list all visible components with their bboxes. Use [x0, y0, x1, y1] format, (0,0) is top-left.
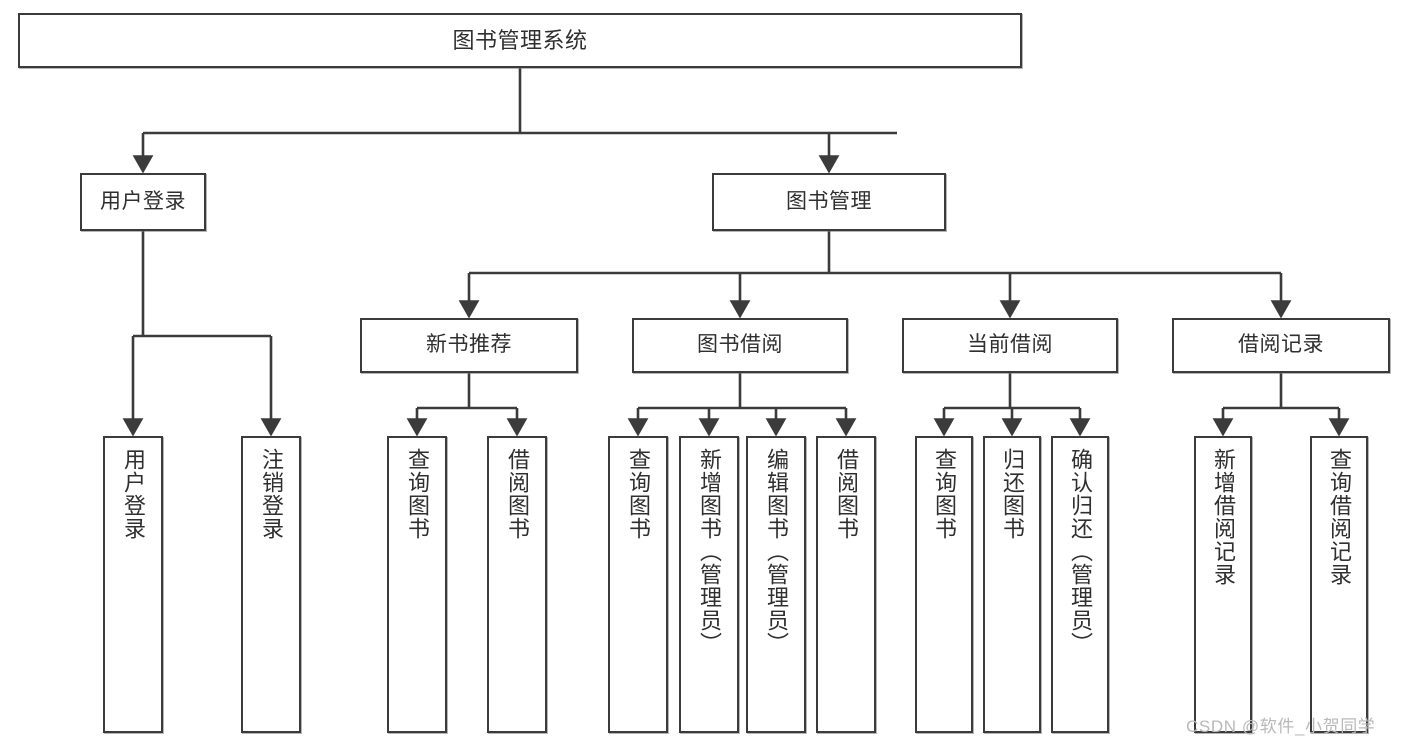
- node-leaf-query-book-1-label: 查询图书: [404, 448, 430, 540]
- node-leaf-add-book-label: 新增图书（管理员）: [696, 448, 722, 655]
- node-leaf-query-book-3[interactable]: 查询图书: [915, 436, 973, 733]
- node-leaf-confirm-return-label: 确认归还（管理员）: [1067, 448, 1093, 655]
- node-leaf-add-book[interactable]: 新增图书（管理员）: [679, 436, 739, 733]
- node-leaf-add-record[interactable]: 新增借阅记录: [1194, 436, 1252, 733]
- node-book-borrow[interactable]: 图书借阅: [632, 318, 848, 373]
- node-leaf-borrow-book-2[interactable]: 借阅图书: [816, 436, 876, 733]
- node-book-manage[interactable]: 图书管理: [712, 173, 946, 231]
- node-leaf-query-book-2[interactable]: 查询图书: [608, 436, 668, 733]
- node-book-manage-label: 图书管理: [786, 189, 872, 213]
- node-leaf-confirm-return[interactable]: 确认归还（管理员）: [1051, 436, 1109, 733]
- node-user-login[interactable]: 用户登录: [80, 173, 206, 231]
- node-leaf-logout[interactable]: 注销登录: [241, 436, 301, 733]
- node-leaf-user-login[interactable]: 用户登录: [103, 436, 163, 733]
- watermark-credit: CSDN @软件_小贺同学: [1186, 717, 1376, 736]
- node-leaf-user-login-label: 用户登录: [120, 448, 146, 540]
- node-leaf-query-book-3-label: 查询图书: [931, 448, 957, 540]
- node-current-borrow[interactable]: 当前借阅: [902, 318, 1118, 373]
- node-new-book-recommend[interactable]: 新书推荐: [360, 318, 578, 373]
- node-leaf-logout-label: 注销登录: [258, 448, 284, 540]
- node-leaf-return-book-label: 归还图书: [999, 448, 1025, 540]
- node-leaf-query-record-label: 查询借阅记录: [1326, 448, 1352, 586]
- node-leaf-borrow-book-2-label: 借阅图书: [833, 448, 859, 540]
- node-leaf-query-book-2-label: 查询图书: [625, 448, 651, 540]
- node-leaf-add-record-label: 新增借阅记录: [1210, 448, 1236, 586]
- node-current-borrow-label: 当前借阅: [967, 333, 1053, 357]
- node-new-book-recommend-label: 新书推荐: [426, 333, 512, 357]
- node-borrow-record[interactable]: 借阅记录: [1172, 318, 1390, 373]
- node-leaf-borrow-book-1-label: 借阅图书: [504, 448, 530, 540]
- node-book-borrow-label: 图书借阅: [697, 333, 783, 357]
- node-leaf-return-book[interactable]: 归还图书: [983, 436, 1041, 733]
- node-root[interactable]: 图书管理系统: [18, 13, 1022, 68]
- node-root-label: 图书管理系统: [452, 27, 588, 53]
- node-leaf-query-book-1[interactable]: 查询图书: [387, 436, 447, 733]
- node-leaf-borrow-book-1[interactable]: 借阅图书: [487, 436, 547, 733]
- node-borrow-record-label: 借阅记录: [1238, 333, 1324, 357]
- node-leaf-edit-book[interactable]: 编辑图书（管理员）: [746, 436, 806, 733]
- node-user-login-label: 用户登录: [100, 189, 186, 213]
- node-leaf-query-record[interactable]: 查询借阅记录: [1310, 436, 1368, 733]
- node-leaf-edit-book-label: 编辑图书（管理员）: [763, 448, 789, 655]
